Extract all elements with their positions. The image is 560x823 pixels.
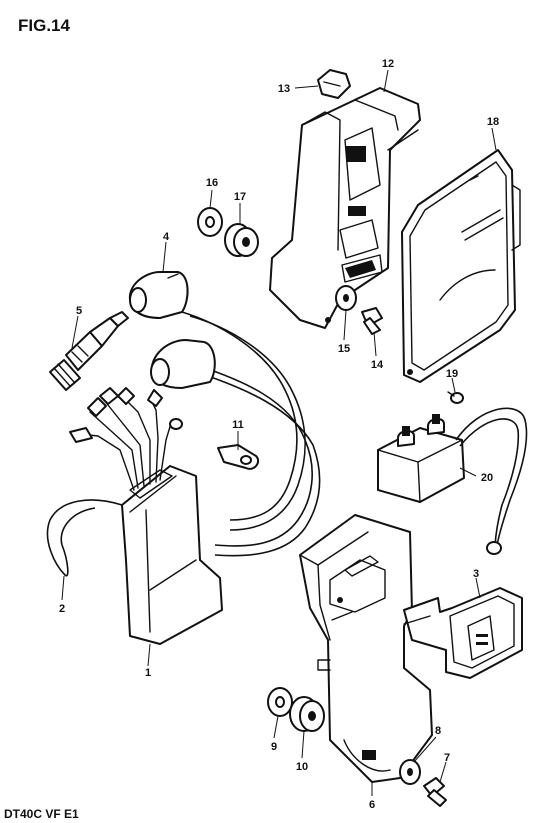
part-18-cover-plate	[401, 149, 521, 383]
label-part-17: 17	[234, 191, 246, 203]
label-part-7: 7	[444, 752, 450, 764]
part-5-spark-plug	[49, 311, 129, 391]
part-number-labels: 13 12 18 16 17 4 5 15 14 19 11 20 3 1 2 …	[59, 58, 499, 811]
label-part-19: 19	[446, 368, 458, 380]
part-2-wire-loop	[46, 499, 123, 577]
label-part-18: 18	[487, 116, 499, 128]
part-14-bolt	[361, 307, 383, 335]
part-1-cdi-unit	[121, 465, 223, 645]
label-part-3: 3	[473, 568, 479, 580]
label-part-2: 2	[59, 603, 65, 615]
part-7-bolt	[423, 777, 447, 807]
part-17-grommet	[224, 223, 259, 257]
part-11-clamp	[217, 444, 260, 470]
figure-title: FIG.14	[18, 16, 71, 35]
part-12-upper-bracket	[269, 87, 421, 329]
label-part-14: 14	[371, 359, 384, 371]
label-part-9: 9	[271, 741, 277, 753]
high-tension-cords	[181, 311, 321, 557]
label-part-5: 5	[76, 305, 82, 317]
label-part-16: 16	[206, 177, 218, 189]
part-16-washer	[197, 207, 223, 237]
label-part-11: 11	[232, 419, 244, 431]
second-plug-cap	[150, 339, 216, 389]
label-part-20: 20	[481, 472, 493, 484]
part-4-plug-cap	[128, 271, 189, 319]
label-part-13: 13	[278, 83, 290, 95]
label-part-10: 10	[296, 761, 308, 773]
cdi-wire-harness	[69, 387, 183, 491]
label-part-15: 15	[338, 343, 350, 355]
part-10-grommet	[289, 696, 325, 732]
part-9-washer	[267, 687, 293, 717]
part-13-clip	[317, 69, 351, 99]
footer-model-code: DT40C VF E1	[4, 807, 79, 821]
label-part-12: 12	[382, 58, 394, 70]
label-part-8: 8	[435, 725, 441, 737]
part-20-rectifier	[377, 407, 528, 555]
part-8-washer	[399, 759, 421, 785]
part-19-screw	[447, 391, 464, 404]
label-part-6: 6	[369, 799, 375, 811]
part-3-cover	[403, 587, 523, 679]
leader-lines	[61, 69, 497, 796]
part-15-washer	[335, 285, 357, 311]
part-6-lower-bracket	[299, 514, 433, 783]
label-part-1: 1	[145, 667, 151, 679]
label-part-4: 4	[163, 231, 170, 243]
